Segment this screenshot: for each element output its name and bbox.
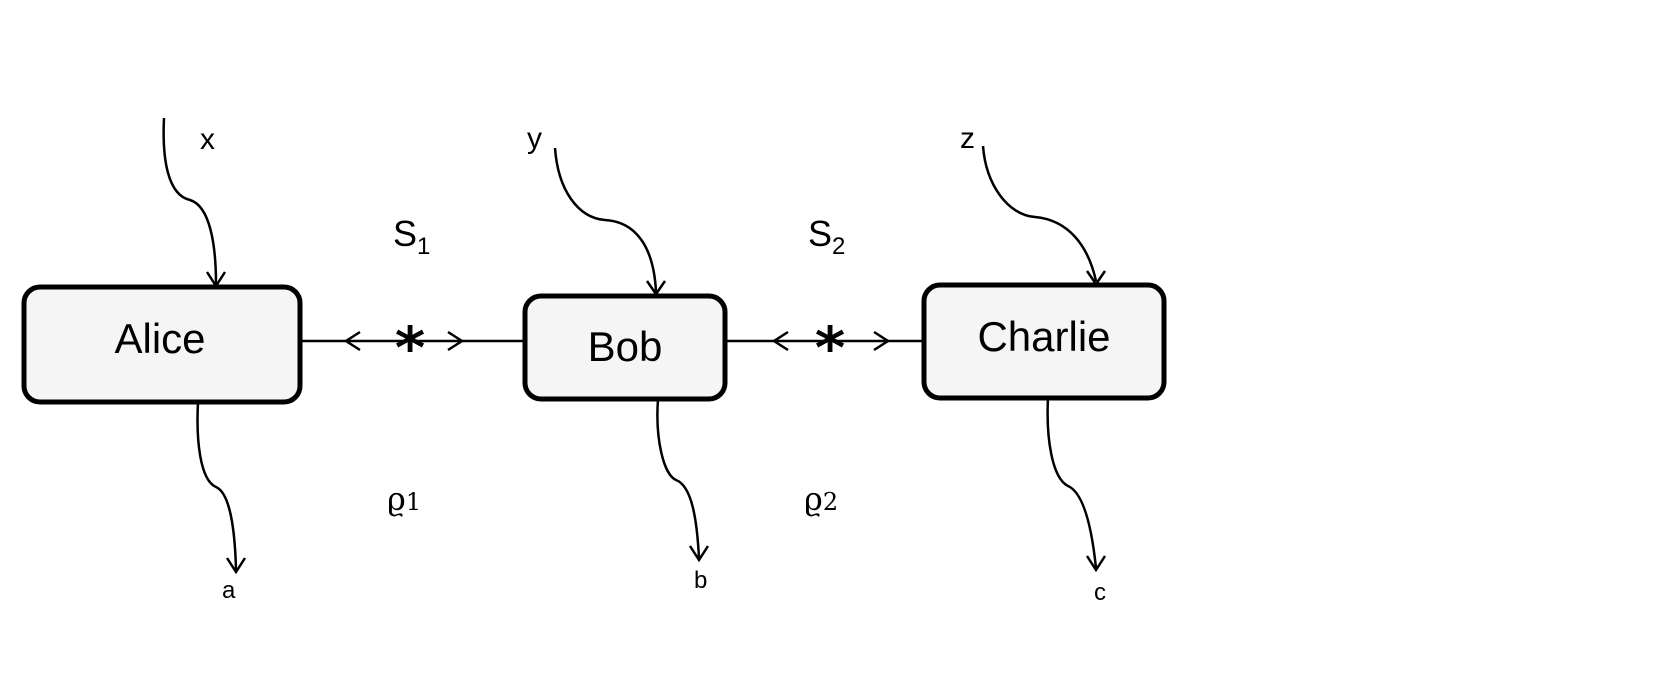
- input-arrow-charlie: [981, 145, 1098, 282]
- input-label-x: x: [200, 123, 215, 156]
- input-arrowhead-alice: [205, 271, 227, 289]
- arrowhead-s2-right: [873, 330, 891, 352]
- alice-box: [21, 284, 303, 405]
- input-arrowhead-charlie: [1085, 270, 1107, 287]
- bob-label: Bob: [588, 323, 663, 370]
- source-s1-label: S1: [393, 213, 430, 260]
- source-s1-link: *: [300, 314, 525, 382]
- party-alice: Alice: [21, 284, 303, 405]
- input-arrow-bob: [553, 147, 658, 293]
- output-label-c: c: [1094, 579, 1106, 606]
- source-s2-link: *: [725, 314, 924, 382]
- input-label-y: y: [527, 122, 542, 155]
- output-label-b: b: [694, 567, 707, 594]
- source-s1-star: *: [395, 314, 425, 382]
- charlie-label: Charlie: [977, 313, 1110, 360]
- output-arrowhead-charlie: [1085, 555, 1107, 573]
- state-rho1-label: ϱ1: [387, 480, 421, 518]
- party-bob: Bob: [522, 293, 728, 402]
- arrowhead-s1-left: [343, 330, 361, 352]
- party-charlie: Charlie: [921, 282, 1167, 401]
- arrowhead-s2-left: [771, 330, 789, 352]
- bob-box: [522, 293, 728, 402]
- output-label-a: a: [222, 577, 236, 604]
- output-arrowhead-bob: [688, 545, 710, 563]
- output-arrow-bob: [656, 398, 701, 559]
- arrowhead-s1-right: [447, 330, 465, 352]
- output-arrow-alice: [196, 401, 238, 571]
- output-arrow-charlie: [1046, 397, 1098, 569]
- alice-label: Alice: [114, 315, 205, 362]
- output-arrowhead-alice: [225, 557, 247, 575]
- source-s2-star: *: [815, 314, 845, 382]
- input-label-z: z: [960, 122, 975, 155]
- input-arrowhead-bob: [645, 280, 667, 297]
- state-rho2-label: ϱ2: [804, 480, 838, 518]
- input-arrow-alice: [162, 117, 218, 285]
- source-s2-label: S2: [808, 213, 845, 260]
